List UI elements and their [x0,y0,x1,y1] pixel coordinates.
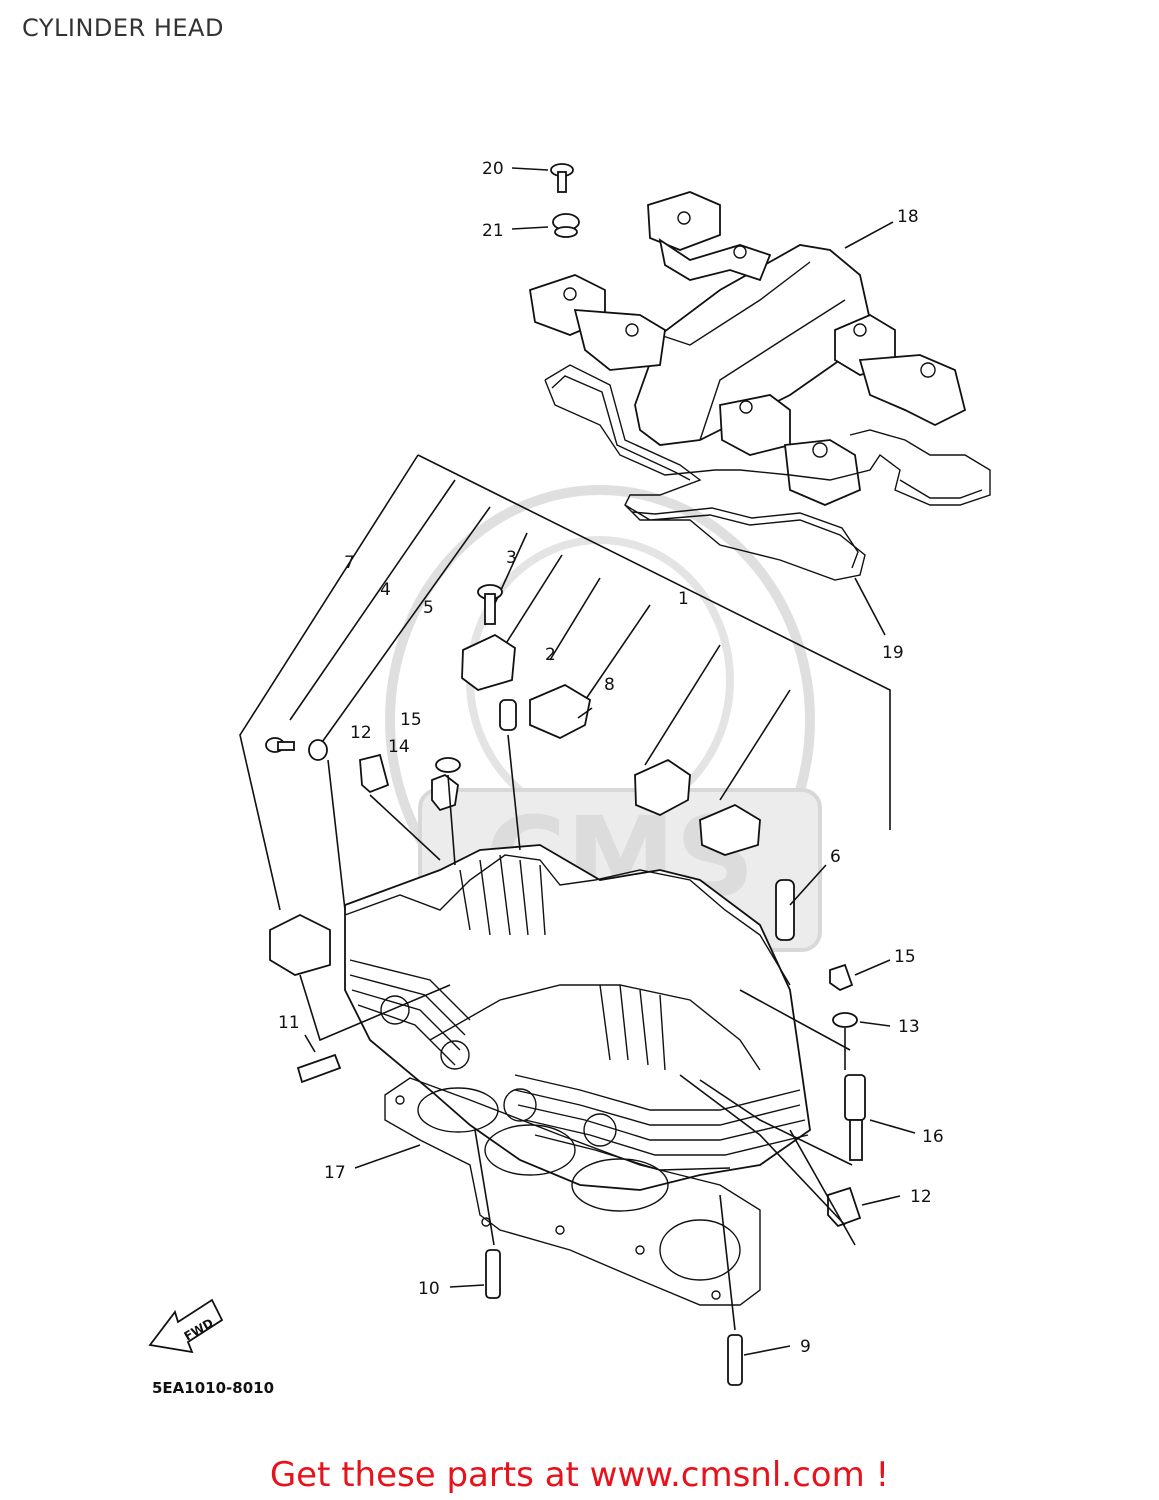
bolt-20 [550,163,574,193]
callout-21: 21 [482,221,504,241]
callout-12-upper: 12 [350,723,372,743]
bolt-7 [265,737,295,753]
callout-13: 13 [898,1017,920,1037]
camshaft-cover-18 [528,191,967,506]
cover-gasket-19 [544,364,991,581]
callout-14: 14 [388,737,410,757]
stud-10 [485,1249,501,1299]
callout-9: 9 [800,1337,811,1357]
block-12-upper [359,753,390,794]
washer-14 [435,757,461,773]
dowel-pin [499,699,517,731]
callout-10: 10 [418,1279,440,1299]
callout-6: 6 [830,847,841,867]
cam-cap-2 [461,633,516,691]
callout-8: 8 [604,675,615,695]
guide-6 [775,879,795,941]
cam-cap-6a [634,758,691,816]
callout-4: 4 [380,580,391,600]
callout-leaders [299,167,916,1356]
washer-13 [832,1012,858,1028]
fwd-arrow-icon: FWD [148,1298,224,1354]
callout-16: 16 [922,1127,944,1147]
callout-17: 17 [324,1163,346,1183]
callout-20: 20 [482,159,504,179]
page-title: CYLINDER HEAD [22,14,224,42]
cap-15-upper [431,773,459,812]
stud-9 [727,1334,743,1386]
leader-fan [239,454,891,911]
callout-2: 2 [545,645,556,665]
cap-15-lower [829,963,854,992]
cam-cap-6b [699,803,761,856]
washer-21 [552,213,580,238]
callout-7: 7 [344,553,355,573]
head-gasket-17 [384,1077,761,1306]
cylinder-head-block [344,844,811,1191]
callout-labels: 20 21 18 19 7 4 5 3 1 2 8 15 12 14 6 15 … [278,159,944,1357]
callout-15-lower: 15 [894,947,916,967]
callout-15-upper: 15 [400,710,422,730]
callout-12-lower: 12 [910,1187,932,1207]
cam-cap-8 [529,683,592,739]
callout-11: 11 [278,1013,300,1033]
bolt-3 [477,584,503,625]
stud-11 [296,1053,342,1084]
callout-18: 18 [897,207,919,227]
cam-cap-11-block [269,913,331,976]
callout-1: 1 [678,589,689,609]
plug-4 [308,739,328,761]
callout-3: 3 [506,548,517,568]
callout-19: 19 [882,643,904,663]
spark-plug-16 [844,1074,866,1161]
promo-link[interactable]: Get these parts at www.cmsnl.com ! [269,1455,890,1495]
callout-5: 5 [423,598,434,618]
part-code: 5EA1010-8010 [152,1379,274,1397]
